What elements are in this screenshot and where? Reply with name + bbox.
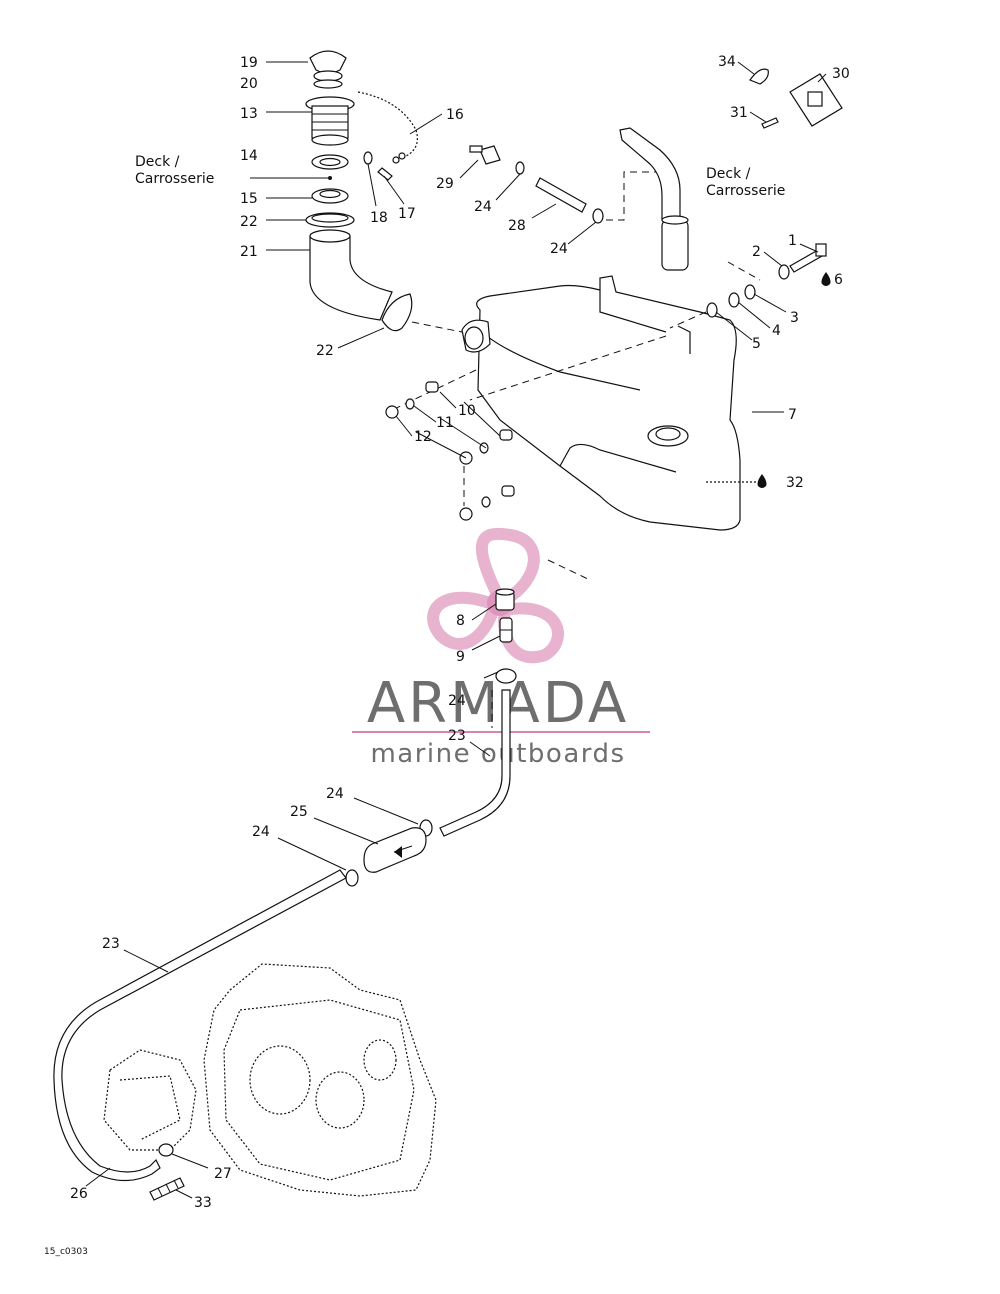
- callout-10: 10: [458, 403, 476, 419]
- fuel-hose-23-lower: [53, 869, 347, 1182]
- callout-14: 14: [240, 148, 258, 164]
- gasket-14: [311, 154, 349, 170]
- deck-note-right-line2: Carrosserie: [706, 183, 785, 199]
- callout-3: 3: [790, 310, 799, 326]
- callout-5: 5: [752, 336, 761, 352]
- callout-25: 25: [290, 804, 308, 820]
- spring-33: [149, 1177, 185, 1201]
- callout-22-upper: 22: [240, 214, 258, 230]
- brand-name: ARMADA: [367, 671, 629, 736]
- deck-note-left-line2: Carrosserie: [135, 171, 214, 187]
- clamp-24-filter-in: [345, 869, 359, 887]
- armada-watermark: ARMADA marine outboards: [352, 527, 650, 769]
- callout-21: 21: [240, 244, 258, 260]
- fitting-9: [499, 617, 513, 643]
- callout-24-filter-in: 24: [252, 824, 270, 840]
- callout-28: 28: [508, 218, 526, 234]
- callout-33: 33: [194, 1195, 212, 1211]
- callout-23-upper: 23: [448, 728, 466, 744]
- clamp-22-upper: [305, 212, 355, 228]
- callout-26: 26: [70, 1186, 88, 1202]
- callout-15: 15: [240, 191, 258, 207]
- callout-9: 9: [456, 649, 465, 665]
- screw-17: [377, 167, 393, 181]
- o-ring-20: [313, 79, 343, 89]
- filler-cap-19: [309, 50, 347, 82]
- callout-27: 27: [214, 1166, 232, 1182]
- bolt-1: [789, 243, 827, 273]
- callout-31: 31: [730, 105, 748, 121]
- callout-6: 6: [834, 272, 843, 288]
- callout-labels: 19 20 13 14 15 22 21 22 16 17 18 29 24 2…: [70, 54, 850, 1211]
- spacer-10: [425, 381, 515, 497]
- callout-34: 34: [718, 54, 736, 70]
- tie-clip-34: [749, 68, 769, 85]
- drawing-code: 15_c0303: [44, 1247, 88, 1257]
- filler-neck-13: [305, 96, 355, 146]
- nut-12: [385, 405, 473, 521]
- washer-5: [706, 302, 718, 318]
- callout-19: 19: [240, 55, 258, 71]
- rivet-31: [761, 117, 779, 129]
- callout-30: 30: [832, 66, 850, 82]
- grommet-4: [728, 292, 740, 308]
- callout-1: 1: [788, 233, 797, 249]
- callout-17: 17: [398, 206, 416, 222]
- deck-note-right: Deck / Carrosserie: [706, 166, 785, 199]
- clamp-24-pickup: [483, 668, 517, 684]
- washer-27: [158, 1143, 174, 1157]
- callout-2: 2: [752, 244, 761, 260]
- deck-vent-fitting: [619, 127, 689, 271]
- filler-hose-21: [309, 229, 393, 321]
- tether-chain-16: [357, 91, 418, 164]
- brand-tagline: marine outboards: [370, 739, 625, 769]
- deck-note-left: Deck / Carrosserie: [135, 154, 214, 187]
- callout-18: 18: [370, 210, 388, 226]
- callout-11: 11: [436, 415, 454, 431]
- check-valve-29: [469, 145, 501, 165]
- callout-7: 7: [788, 407, 797, 423]
- callout-23-lower: 23: [102, 936, 120, 952]
- callout-12: 12: [414, 429, 432, 445]
- callout-16: 16: [446, 107, 464, 123]
- fuel-filter-25: [363, 827, 427, 873]
- clamp-22-lower: [381, 293, 413, 332]
- callout-32: 32: [786, 475, 804, 491]
- leader-lines: [85, 61, 827, 1199]
- cable-tie-mount-30: [789, 73, 843, 127]
- callout-4: 4: [772, 323, 781, 339]
- washer-18: [363, 151, 373, 165]
- fuel-hose-23-upper: [439, 689, 511, 837]
- sealant-drop-32: [757, 474, 767, 488]
- callout-24-vent-b: 24: [550, 241, 568, 257]
- fuel-pickup-8: [495, 588, 515, 611]
- callout-13: 13: [240, 106, 258, 122]
- clamp-24-vent-a: [515, 161, 525, 175]
- fuel-tank-7: [461, 275, 741, 531]
- vent-hose-28: [535, 177, 587, 213]
- loctite-drop-6: [821, 272, 831, 286]
- callout-8: 8: [456, 613, 465, 629]
- nut-15: [311, 188, 349, 204]
- callout-22-lower: 22: [316, 343, 334, 359]
- callout-24-vent-a: 24: [474, 199, 492, 215]
- deck-note-right-line1: Deck /: [706, 166, 751, 182]
- callout-20: 20: [240, 76, 258, 92]
- deck-note-left-line1: Deck /: [135, 154, 180, 170]
- clamp-24-vent-b: [592, 208, 604, 224]
- engine-outline: [103, 963, 437, 1197]
- washer-3: [744, 284, 756, 300]
- callout-24-filter-out: 24: [326, 786, 344, 802]
- callout-29: 29: [436, 176, 454, 192]
- lock-washer-2: [778, 264, 790, 280]
- callout-24-pickup: 24: [448, 693, 466, 709]
